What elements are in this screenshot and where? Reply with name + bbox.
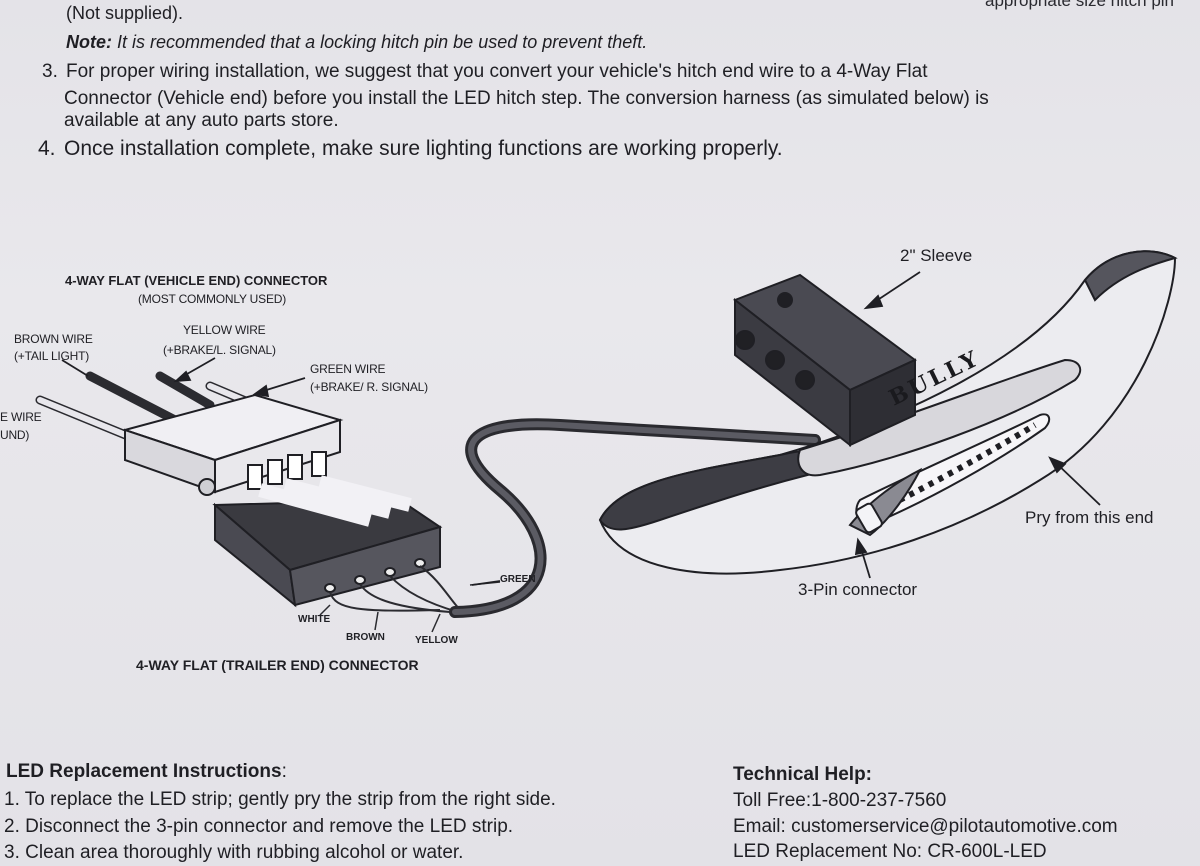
ground-label: UND) xyxy=(0,428,30,442)
led-step-2: 2. Disconnect the 3-pin connector and re… xyxy=(4,816,514,837)
trailer-green-label: GREEN xyxy=(500,574,536,585)
sleeve-receiver xyxy=(732,273,917,448)
brown-wire-function: (+TAIL LIGHT) xyxy=(14,349,90,363)
sleeve-label: 2" Sleeve xyxy=(900,246,973,265)
vehicle-connector-title: 4-WAY FLAT (VEHICLE END) CONNECTOR xyxy=(65,273,328,288)
vehicle-end-connector xyxy=(121,393,344,496)
tech-help-part-number: LED Replacement No: CR-600L-LED xyxy=(733,841,1047,862)
not-supplied-text: (Not supplied). xyxy=(66,3,184,23)
white-wire-label: E WIRE xyxy=(0,410,42,424)
step-3-line-2: Connector (Vehicle end) before you insta… xyxy=(64,88,989,109)
led-step-1: 1. To replace the LED strip; gently pry … xyxy=(4,789,556,810)
brown-wire-label: BROWN WIRE xyxy=(14,332,93,346)
led-instructions-title: LED Replacement Instructions xyxy=(6,761,282,782)
trailer-yellow-label: YELLOW xyxy=(415,635,458,646)
step-4-number: 4. xyxy=(38,137,56,160)
pry-label: Pry from this end xyxy=(1025,508,1154,527)
yellow-wire-label: YELLOW WIRE xyxy=(183,323,266,337)
cropped-hitch-pin-text: appropriate size hitch pin xyxy=(985,0,1175,10)
led-instructions-heading: LED Replacement Instructions: xyxy=(6,761,287,783)
trailer-end-connector xyxy=(212,475,443,608)
note-label: Note: xyxy=(66,32,112,52)
step-3-line-1: For proper wiring installation, we sugge… xyxy=(66,61,928,82)
pin-connector-label: 3-Pin connector xyxy=(798,580,918,599)
step-3-line-3: available at any auto parts store. xyxy=(64,110,339,131)
yellow-wire-function: (+BRAKE/L. SIGNAL) xyxy=(163,343,276,357)
trailer-connector-title: 4-WAY FLAT (TRAILER END) CONNECTOR xyxy=(136,657,419,673)
led-step-3: 3. Clean area thoroughly with rubbing al… xyxy=(4,842,464,863)
tech-help-email: Email: customerservice@pilotautomotive.c… xyxy=(733,816,1118,837)
vehicle-connector-subtitle: (MOST COMMONLY USED) xyxy=(138,292,287,306)
tech-help-title: Technical Help: xyxy=(733,764,873,785)
trailer-brown-label: BROWN xyxy=(346,632,385,643)
note-text: It is recommended that a locking hitch p… xyxy=(112,32,648,52)
green-wire-label: GREEN WIRE xyxy=(310,362,386,376)
step-3-number: 3. xyxy=(42,61,58,82)
led-instructions-colon: : xyxy=(281,761,287,782)
hitch-step xyxy=(598,250,1178,575)
step-4-line-1: Once installation complete, make sure li… xyxy=(64,137,783,160)
tech-help-phone: Toll Free:1-800-237-7560 xyxy=(733,790,947,811)
green-wire-function: (+BRAKE/ R. SIGNAL) xyxy=(310,380,428,394)
theft-note: Note: It is recommended that a locking h… xyxy=(66,32,647,53)
callout-arrows xyxy=(61,271,1101,586)
trailer-white-label: WHITE xyxy=(298,614,331,625)
